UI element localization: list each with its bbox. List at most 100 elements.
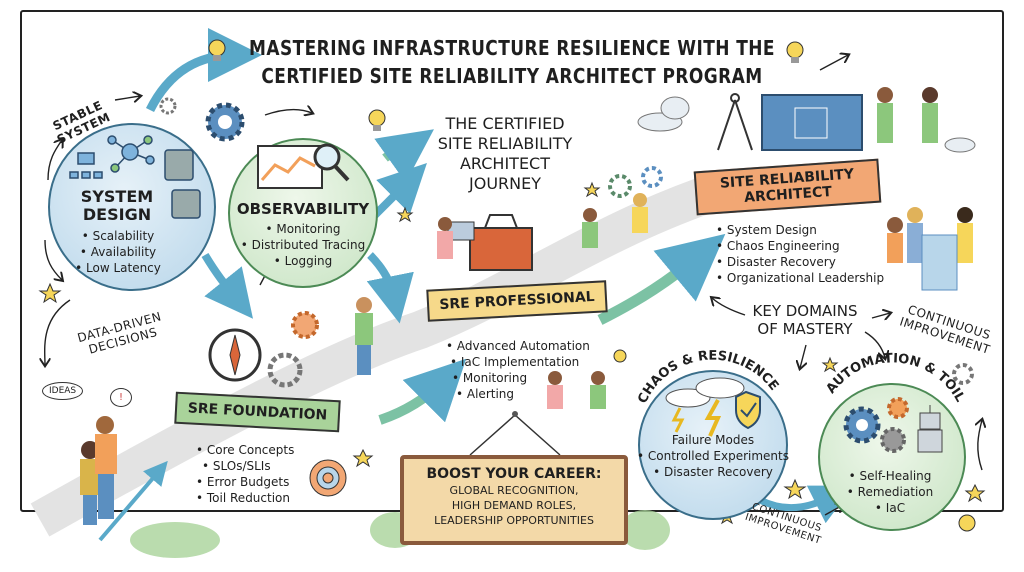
thin-arrow: [864, 331, 885, 358]
puzzle-icon: [921, 234, 958, 291]
thin-arrow: [871, 313, 890, 318]
person-illustration: [355, 297, 373, 375]
bullet: • Toil Reduction: [196, 491, 290, 505]
title-line-1: MASTERING INFRASTRUCTURE RESILIENCE WITH…: [249, 36, 775, 60]
thin-arrow: [47, 140, 62, 181]
cloud-icon: [944, 137, 976, 153]
bullet: Failure Modes: [671, 433, 755, 447]
star-icon: [964, 483, 986, 503]
person-illustration: [437, 217, 453, 259]
chaos-bullets: Failure Modes • Controlled Experiments •…: [623, 432, 803, 480]
arrow-sd-down: [201, 252, 253, 319]
sre-foundation-bullets: • Core Concepts • SLOs/SLIs • Error Budg…: [196, 442, 294, 506]
ideas-speech-bubble: IDEAS: [42, 382, 84, 400]
bullet: • Scalability: [81, 229, 155, 243]
bullet: • Alerting: [456, 387, 515, 401]
person-illustration: [907, 207, 923, 263]
observability-bullets: • Monitoring • Distributed Tracing • Log…: [213, 221, 393, 269]
person-illustration: [632, 193, 648, 233]
bullet: • SLOs/SLIs: [202, 459, 271, 473]
journey-road: [30, 171, 727, 537]
career-line: HIGH DEMAND ROLES,: [451, 499, 577, 512]
compass-icon: [208, 328, 262, 382]
bullet: • Advanced Automation: [446, 339, 590, 353]
gear-icon: [952, 363, 974, 385]
bullet: • Chaos Engineering: [716, 239, 840, 253]
star-icon: [783, 478, 807, 500]
bullet: • Monitoring: [452, 371, 528, 385]
thin-arrow: [114, 96, 140, 100]
star-icon: [583, 181, 601, 198]
system-design-title: SYSTEM DESIGN: [62, 188, 172, 224]
bullet: • Low Latency: [75, 261, 161, 275]
title-line-2: CERTIFIED SITE RELIABILITY ARCHITECT PRO…: [261, 64, 763, 88]
arrow-continuous: [758, 485, 854, 524]
thin-arrow: [45, 299, 71, 365]
person-illustration: [887, 217, 903, 263]
bullet: • Remediation: [846, 485, 934, 499]
bullet: • IaC: [874, 501, 906, 515]
person-illustration: [590, 371, 606, 409]
architect-bullets: • System Design • Chaos Engineering • Di…: [716, 222, 884, 286]
exclaim-speech-bubble: !: [110, 388, 133, 407]
gear-icon: [159, 97, 177, 115]
observability-title: OBSERVABILITY: [236, 200, 370, 218]
career-title: BOOST YOUR CAREER:: [426, 466, 602, 482]
arrow-pro-up: [597, 233, 726, 325]
lightbulb-icon: [958, 514, 976, 532]
gear-icon: [267, 352, 303, 388]
title-line: SYSTEM: [80, 187, 154, 206]
bullet: • IaC Implementation: [450, 355, 580, 369]
system-design-bullets: • Scalability • Availability • Low Laten…: [58, 228, 178, 276]
person-illustration: [877, 87, 893, 143]
bullet: • Disaster Recovery: [653, 465, 773, 479]
gear-icon: [205, 102, 245, 142]
title-line: ARCHITECT: [459, 154, 550, 173]
person-illustration: [957, 207, 973, 263]
bullet: • Controlled Experiments: [636, 449, 789, 463]
target-icon: [309, 459, 347, 497]
title-line: SITE RELIABILITY: [437, 134, 573, 153]
sre-professional-bullets: • Advanced Automation • IaC Implementati…: [446, 338, 590, 402]
lightbulb-icon: [208, 39, 226, 61]
star-icon: [396, 206, 414, 223]
automation-bullets: • Self-Healing • Remediation • IaC: [830, 468, 950, 516]
person-illustration: [547, 371, 563, 409]
title-line: DESIGN: [82, 205, 152, 224]
arrow-foundation-up: [378, 358, 467, 425]
label-line: OF MASTERY: [757, 320, 853, 338]
person-illustration: [95, 416, 117, 519]
title-line: THE CERTIFIED: [445, 114, 565, 133]
thin-arrow: [800, 344, 806, 368]
star-icon: [38, 282, 62, 304]
bullet: • Distributed Tracing: [240, 238, 366, 252]
key-domains-label: KEY DOMAINS OF MASTERY: [740, 302, 870, 338]
thin-arrow: [978, 420, 982, 471]
bullet: • Monitoring: [265, 222, 341, 236]
arrow-to-journey: [374, 129, 434, 183]
star-icon: [352, 448, 374, 468]
thin-arrow: [712, 298, 746, 316]
bullet: • Core Concepts: [196, 443, 295, 457]
title-line: JOURNEY: [469, 174, 541, 193]
bullet: • Error Budgets: [196, 475, 290, 489]
person-illustration: [922, 87, 938, 143]
lightbulb-icon: [368, 109, 386, 131]
thin-arrow: [264, 109, 312, 115]
person-illustration: [582, 208, 598, 248]
lightbulb-icon: [613, 349, 627, 363]
bullet: • Availability: [79, 245, 157, 259]
lightbulb-icon: [786, 41, 804, 63]
career-line: LEADERSHIP OPPORTUNITIES: [434, 514, 594, 527]
person-illustration: [80, 441, 100, 525]
bullet: • Self-Healing: [848, 469, 932, 483]
sign-nail: [512, 411, 518, 417]
cloud-icon: [637, 96, 690, 132]
label-line: KEY DOMAINS: [752, 302, 858, 320]
thin-arrow: [819, 55, 848, 71]
bullet: • Logging: [273, 254, 333, 268]
